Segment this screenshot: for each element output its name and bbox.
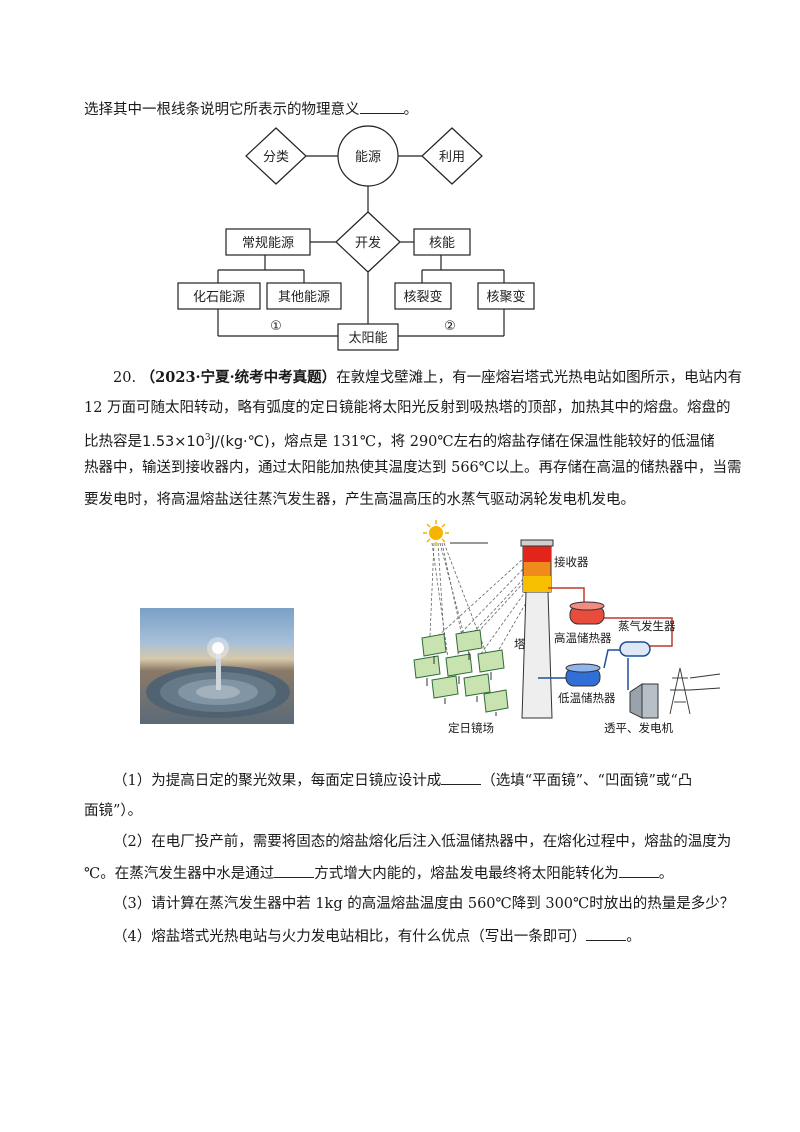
turbine-label: 透平、发电机 <box>604 721 673 735</box>
answer-blank <box>441 770 482 785</box>
sub-question-2-cont: ℃。在蒸汽发生器中水是通过方式增大内能的，熔盐发电最终将太阳能转化为。 <box>84 863 673 884</box>
sub-question-3: （3）请计算在蒸汽发生器中若 1kg 的高温熔盐温度由 560℃降到 300℃时… <box>113 896 735 912</box>
question-20-line-3: 比热容是1.53×103J/(kg·℃)，熔点是 131℃，将 290℃左右的熔… <box>84 433 715 450</box>
intro-line: 选择其中一根线条说明它所表示的物理意义。 <box>84 99 418 120</box>
steam-generator <box>619 641 651 657</box>
answer-blank <box>274 863 315 878</box>
solar-box <box>337 323 399 351</box>
energy-circle <box>337 125 399 187</box>
use-diamond <box>421 127 483 185</box>
nuclear-label: 核能 <box>429 236 455 251</box>
heliostat-label: 定日镜场 <box>448 721 494 735</box>
fission-label: 核裂变 <box>403 289 442 305</box>
sub-question-4: （4）熔盐塔式光热电站与火力发电站相比，有什么优点（写出一条即可）。 <box>113 926 641 947</box>
photo-drawing <box>146 637 290 718</box>
question-20-line-2: 12 万面可随太阳转动，略有弧度的定日镜能将太阳光反射到吸热塔的顶部，加热其中的… <box>84 400 731 416</box>
develop-diamond <box>335 211 401 273</box>
tower-label: 塔 <box>514 637 526 651</box>
low-temp-tank <box>565 663 601 687</box>
receiver-label: 接收器 <box>554 555 589 569</box>
turbine-generator <box>629 683 659 719</box>
high-temp-tank <box>569 601 605 625</box>
tower-plant-diagram: 接收器 蒸气发生器 高温储热器 塔 低温储热器 定日镜场 透平、发电机 <box>413 520 721 735</box>
classify-label: 分类 <box>263 150 289 165</box>
other-box <box>266 282 342 310</box>
classify-diamond <box>245 127 307 185</box>
specific-heat-unit: J/(kg·℃) <box>210 433 270 450</box>
fusion-label: 核聚变 <box>486 289 525 305</box>
heliostat-field <box>413 629 509 716</box>
fusion-box <box>477 282 535 310</box>
solar-field-photo <box>140 608 294 724</box>
question-source: （2023·宁夏·统考中考真题） <box>140 369 337 386</box>
mark-1: ① <box>270 319 282 334</box>
sub-question-1-cont: 面镜”）。 <box>84 803 143 819</box>
other-label: 其他能源 <box>278 290 330 305</box>
sun-icon <box>423 520 449 546</box>
low-tank-label: 低温储热器 <box>558 691 616 705</box>
sub-question-2: （2）在电厂投产前，需要将固态的熔盐熔化后注入低温储热器中，在熔化过程中，熔盐的… <box>113 834 732 850</box>
power-pylon-icon <box>669 667 721 715</box>
solar-label: 太阳能 <box>348 331 387 346</box>
answer-blank <box>618 863 659 878</box>
sub-question-1: （1）为提高日定的聚光效果，每面定日镜应设计成（选填“平面镜”、“凹面镜”或“凸 <box>113 770 692 791</box>
fission-box <box>394 282 452 310</box>
conventional-box <box>225 228 311 256</box>
use-label: 利用 <box>439 150 465 165</box>
question-20-line-4: 热器中，输送到接收器内，通过太阳能加热使其温度达到 566℃以上。再存储在高温的… <box>84 460 742 476</box>
steam-generator-label: 蒸气发生器 <box>618 619 676 633</box>
intro-text: 选择其中一根线条说明它所表示的物理意义 <box>84 102 360 118</box>
answer-blank <box>586 926 627 941</box>
conventional-label: 常规能源 <box>242 236 294 251</box>
receiver-tower <box>520 539 554 719</box>
question-20-line-5: 要发电时，将高温熔盐送往蒸汽发生器，产生高温高压的水蒸气驱动涡轮发电机发电。 <box>84 492 635 508</box>
question-20-line-1: 20. （2023·宁夏·统考中考真题）在敦煌戈壁滩上，有一座熔岩塔式光热电站如… <box>113 369 743 386</box>
mark-2: ② <box>444 319 456 334</box>
develop-label: 开发 <box>355 235 381 251</box>
high-tank-label: 高温储热器 <box>554 631 612 645</box>
nuclear-box <box>413 228 471 256</box>
answer-blank <box>359 99 404 114</box>
energy-label: 能源 <box>355 150 381 165</box>
fossil-label: 化石能源 <box>193 290 245 305</box>
question-number: 20. <box>113 370 137 386</box>
specific-heat-value: 1.53×10 <box>142 433 205 450</box>
fossil-box <box>177 282 261 310</box>
